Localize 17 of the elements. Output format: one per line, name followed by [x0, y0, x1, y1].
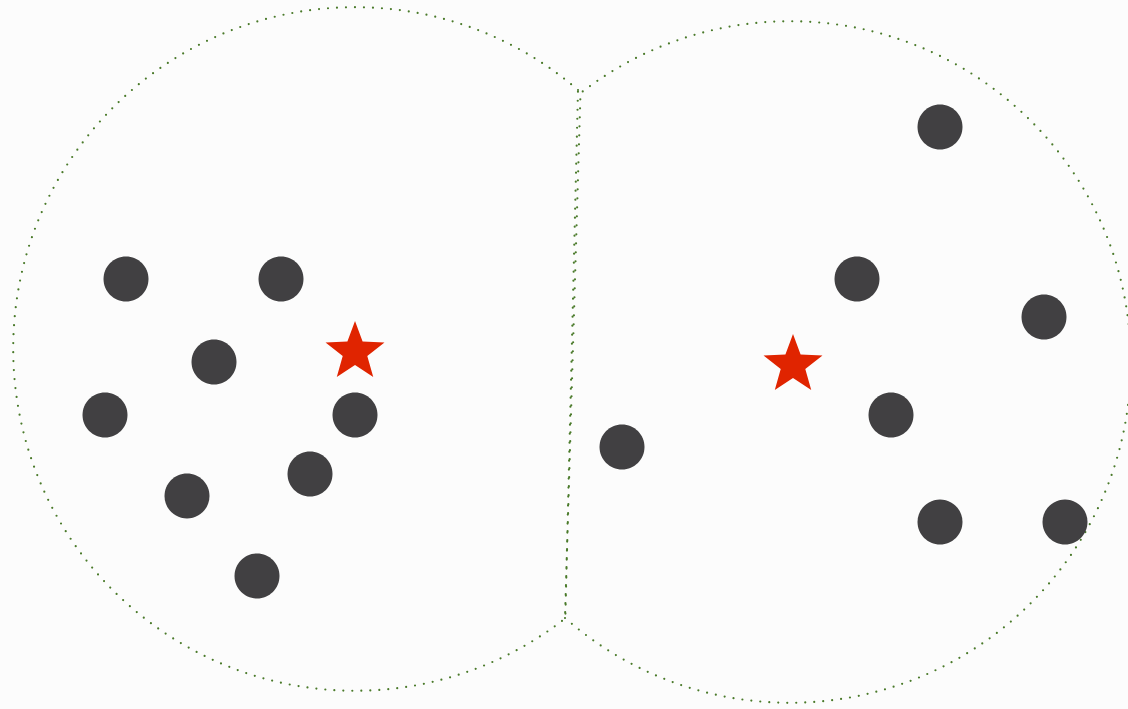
data-point	[164, 473, 210, 519]
data-point	[191, 339, 237, 385]
data-point	[258, 256, 304, 302]
data-point	[287, 451, 333, 497]
data-point	[599, 424, 645, 470]
data-point	[834, 256, 880, 302]
data-point	[917, 104, 963, 150]
data-point	[868, 392, 914, 438]
star-marker	[763, 334, 823, 391]
data-point	[82, 392, 128, 438]
data-point	[1042, 499, 1088, 545]
data-point	[103, 256, 149, 302]
data-point	[1021, 294, 1067, 340]
data-point	[234, 553, 280, 599]
data-point	[332, 392, 378, 438]
star-marker	[325, 321, 385, 378]
data-point	[917, 499, 963, 545]
